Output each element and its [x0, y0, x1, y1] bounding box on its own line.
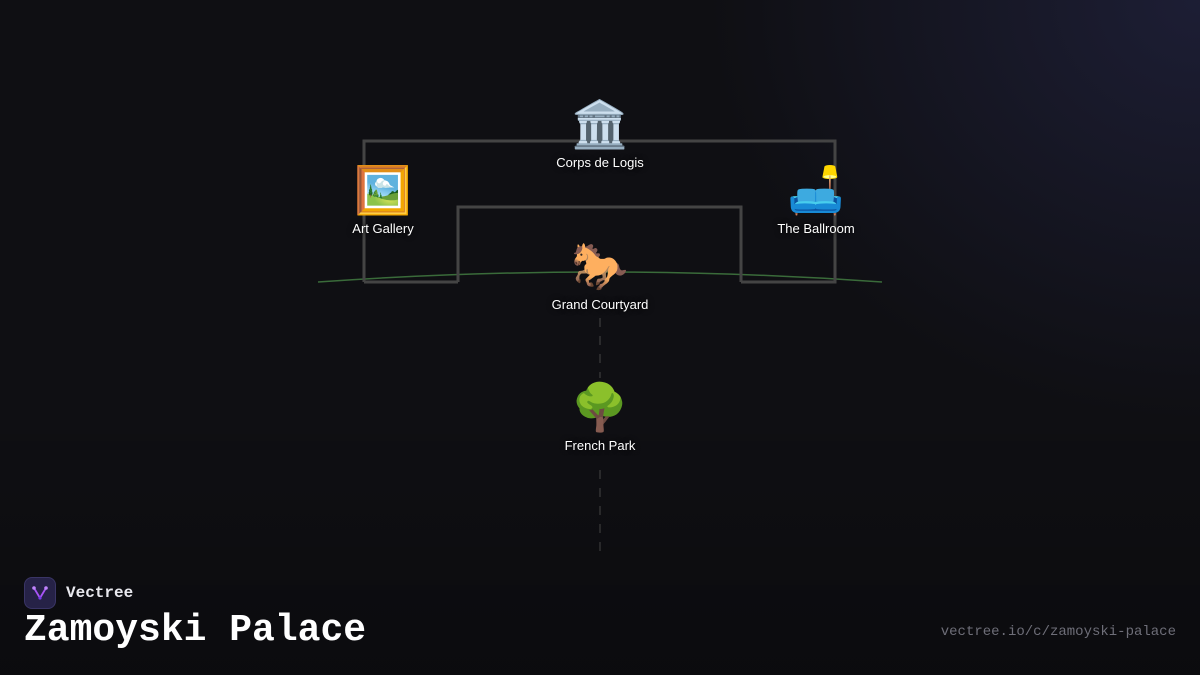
inner-courtyard-outline [456, 205, 743, 282]
framed-picture-icon: 🖼️ [354, 163, 412, 217]
page-title: Zamoyski Palace [24, 609, 367, 652]
deciduous-tree-icon: 🌳 [571, 380, 629, 434]
node-label: Corps de Logis [556, 155, 644, 170]
outer-building-outline [362, 139, 837, 284]
horse-icon: 🐎 [571, 239, 629, 293]
node-french-park[interactable]: 🌳 French Park [520, 380, 680, 453]
node-art-gallery[interactable]: 🖼️ Art Gallery [303, 163, 463, 236]
couch-and-lamp-icon: 🛋️ [787, 163, 845, 217]
page-url[interactable]: vectree.io/c/zamoyski-palace [940, 624, 1176, 640]
node-the-ballroom[interactable]: 🛋️ The Ballroom [736, 163, 896, 236]
node-label: Art Gallery [352, 221, 414, 236]
vectree-logo-icon [24, 577, 56, 609]
ground-line [317, 271, 883, 283]
node-corps-de-logis[interactable]: 🏛️ Corps de Logis [520, 97, 680, 170]
classical-building-icon: 🏛️ [571, 97, 629, 151]
node-grand-courtyard[interactable]: 🐎 Grand Courtyard [520, 239, 680, 312]
node-label: Grand Courtyard [551, 297, 649, 312]
brand[interactable]: Vectree [24, 577, 133, 609]
node-label: French Park [564, 438, 636, 453]
node-label: The Ballroom [777, 221, 855, 236]
brand-name: Vectree [66, 584, 134, 602]
